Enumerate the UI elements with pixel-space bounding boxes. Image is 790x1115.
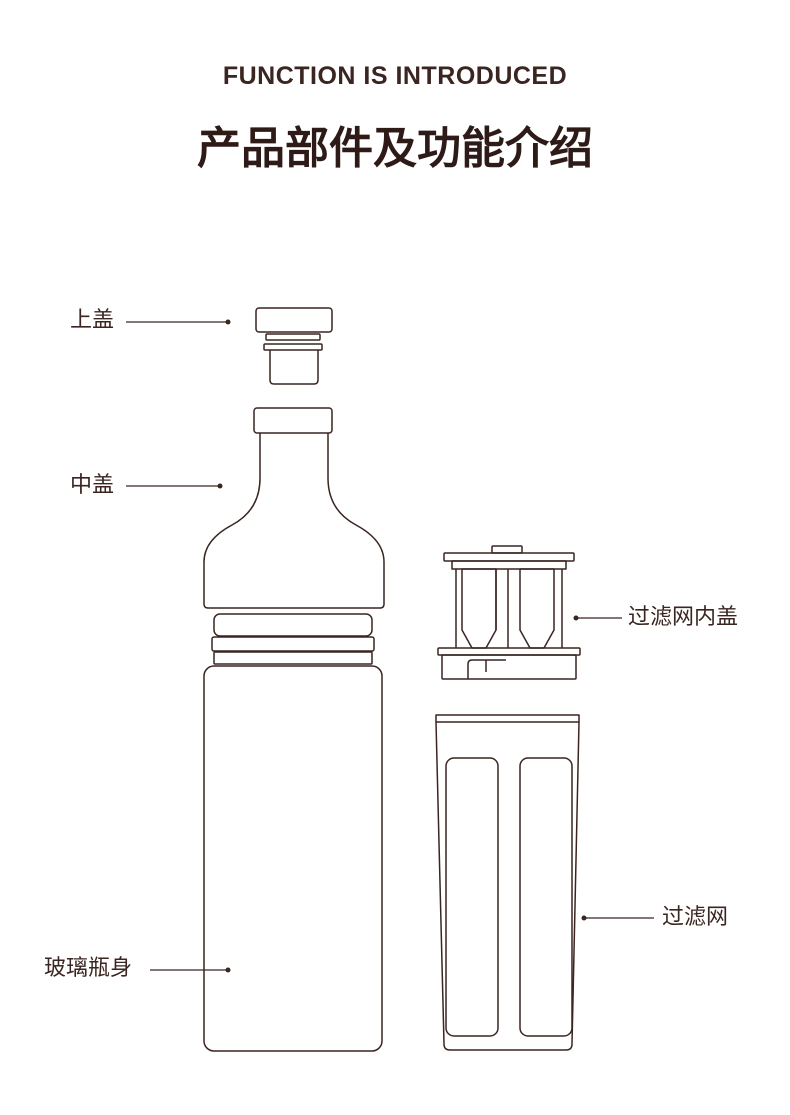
callout-leaders (126, 319, 654, 973)
glass-body-part (203, 613, 383, 1052)
middle-cap-part (203, 407, 385, 609)
top-cap-part (255, 307, 333, 385)
label-filter-inner-lid: 过滤网内盖 (628, 605, 739, 630)
label-filter-mesh: 过滤网 (662, 905, 729, 930)
label-middle-cap: 中盖 (70, 473, 115, 498)
label-top-cap: 上盖 (70, 308, 115, 333)
section-subtitle: FUNCTION IS INTRODUCED (222, 62, 568, 90)
leader-dot-filter-inner-lid (573, 615, 579, 621)
label-glass-body: 玻璃瓶身 (44, 956, 133, 981)
section-title: 产品部件及功能介绍 (197, 123, 593, 174)
leader-dot-top-cap (225, 319, 231, 325)
filter-mesh-part (435, 714, 580, 1051)
leader-dot-middle-cap (217, 483, 223, 489)
leader-dot-glass-body (225, 967, 231, 973)
filter-inner-lid-part (437, 545, 581, 680)
leader-dot-filter-mesh (581, 915, 587, 921)
